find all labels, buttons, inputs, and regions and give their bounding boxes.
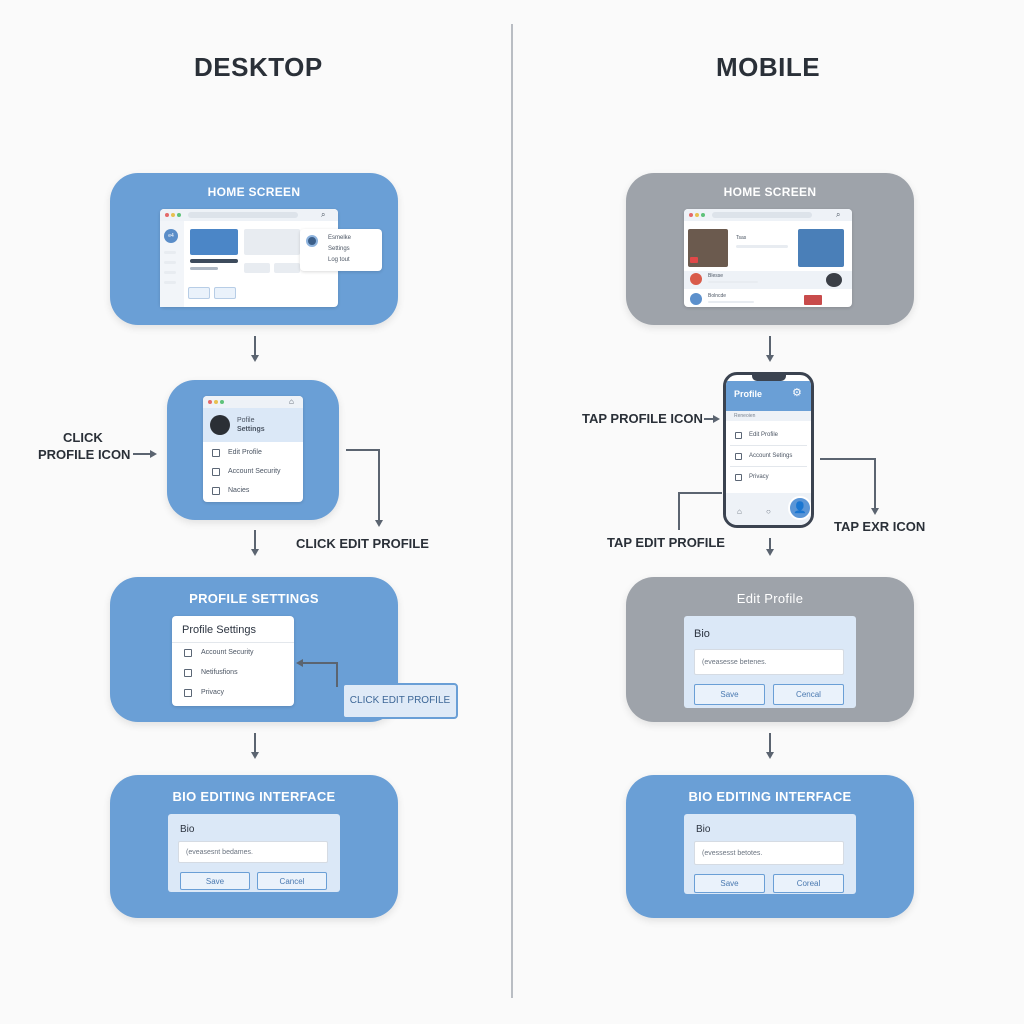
privacy-icon [184, 689, 192, 697]
privacy-icon [735, 474, 742, 481]
save-button[interactable]: Save [694, 684, 765, 705]
label-click-edit-profile: CLICK EDIT PROFILE [296, 536, 429, 551]
feed-title: Bolncde [708, 293, 727, 299]
profile-menu-window: ⌂ Pofile Settings Edit Profile Account S… [203, 396, 303, 502]
mobile-home-stage: HOME SCREEN ⌕ Tsas Blesse Bolncde [626, 173, 914, 325]
desktop-column-title: DESKTOP [194, 52, 323, 82]
hero-image [190, 229, 238, 255]
feed-thumb [826, 273, 842, 287]
profile-settings-title: PROFILE SETTINGS [189, 591, 319, 606]
dropdown-item[interactable]: Settings [328, 246, 350, 252]
phone-privacy[interactable]: Privacy [749, 474, 769, 480]
cancel-button[interactable]: Coreal [773, 874, 844, 893]
notifications-icon [212, 487, 220, 495]
desktop-bio-title: BIO EDITING INTERFACE [172, 789, 336, 804]
search-icon[interactable]: ⌕ [321, 210, 326, 219]
label-click-profile-line1: CLICK [63, 430, 103, 445]
cancel-button[interactable]: Cancel [257, 872, 327, 890]
desktop-home-title: HOME SCREEN [207, 185, 301, 199]
phone-account-settings[interactable]: Account Setings [749, 453, 793, 459]
gear-icon[interactable]: ⚙ [792, 387, 802, 399]
phone-edit-profile[interactable]: Edit Profile [749, 432, 779, 438]
dropdown-item[interactable]: Log tout [328, 257, 350, 263]
profile-icon[interactable]: 👤 [788, 496, 811, 520]
dropdown-avatar [306, 235, 318, 247]
flow-arrow [254, 336, 256, 356]
profile-subtitle: Settings [237, 426, 265, 433]
save-button[interactable]: Save [694, 874, 765, 893]
desktop-profile-menu-stage: ⌂ Pofile Settings Edit Profile Account S… [167, 380, 339, 520]
mobile-bio-stage: BIO EDITING INTERFACE Bio (evessesst bet… [626, 775, 914, 918]
label-tap-profile-icon: TAP PROFILE ICON [582, 411, 703, 426]
mobile-bio-panel: Bio (evessesst betotes. Save Coreal [684, 814, 856, 894]
profile-avatar[interactable] [210, 415, 230, 435]
home-icon[interactable]: ⌂ [737, 507, 742, 516]
dropdown-item[interactable]: Esmelke [328, 235, 352, 241]
search-icon[interactable]: ⌕ [836, 210, 841, 219]
home-icon[interactable]: ⌂ [289, 397, 294, 406]
feed-avatar [690, 293, 702, 305]
desktop-home-stage: HOME SCREEN ⌕ e4 Esmelke Settings Log to… [110, 173, 398, 325]
circle-icon[interactable]: ○ [766, 507, 771, 516]
bio-input[interactable]: (evessesst betotes. [694, 841, 844, 865]
label-click-profile-line2: PROFILE ICON [38, 447, 131, 462]
mobile-column-title: MOBILE [715, 52, 821, 82]
bio-input[interactable]: (eveasesse betenes. [694, 649, 844, 675]
bio-label: Bio [180, 824, 195, 835]
profile-settings-card: Profile Settings Account Security Netifu… [172, 616, 294, 706]
bio-input[interactable]: (eveasesnt bedames. [178, 841, 328, 863]
feed-title: Blesse [708, 273, 724, 279]
feed-photo [798, 229, 844, 267]
mobile-edit-profile-title: Edit Profile [736, 591, 804, 606]
notifications-icon [184, 669, 192, 677]
feed-thumb [804, 295, 822, 305]
bio-label: Bio [694, 628, 710, 640]
security-icon [184, 649, 192, 657]
settings-account-security[interactable]: Account Security [201, 649, 254, 656]
profile-name: Pofile [237, 417, 255, 424]
desktop-bio-panel: Bio (eveasesnt bedames. Save Cancel [168, 814, 340, 892]
bio-label: Bio [696, 824, 711, 835]
edit-icon [735, 432, 742, 439]
phone-header-title: Profile [734, 389, 763, 399]
menu-account-security[interactable]: Account Security [228, 468, 281, 475]
security-icon [212, 468, 220, 476]
feed-title: Tsas [736, 235, 747, 241]
settings-privacy[interactable]: Privacy [201, 689, 224, 696]
feed-avatar [690, 273, 702, 285]
security-icon [735, 453, 742, 460]
avatar[interactable]: e4 [164, 229, 178, 243]
cancel-button[interactable]: Cencal [773, 684, 844, 705]
mobile-phone: Profile ⚙ Reneoien Edit Profile Account … [723, 372, 814, 528]
phone-subheader: Reneoien [734, 413, 756, 419]
desktop-bio-stage: BIO EDITING INTERFACE Bio (eveasesnt bed… [110, 775, 398, 918]
label-tap-exr-icon: TAP EXR ICON [834, 519, 926, 534]
profile-dropdown: Esmelke Settings Log tout [300, 229, 382, 271]
mobile-home-title: HOME SCREEN [723, 185, 817, 199]
mobile-edit-profile-stage: Edit Profile Bio (eveasesse betenes. Sav… [626, 577, 914, 722]
profile-settings-card-title: Profile Settings [182, 624, 256, 636]
click-edit-profile-callout[interactable]: CLICK EDIT PROFILE [342, 683, 458, 719]
menu-edit-profile[interactable]: Edit Profile [228, 449, 262, 456]
edit-icon [212, 449, 220, 457]
mobile-home-window: ⌕ Tsas Blesse Bolncde [684, 209, 852, 307]
mobile-edit-profile-panel: Bio (eveasesse betenes. Save Cencal [684, 616, 856, 708]
label-tap-edit-profile: TAP EDIT PROFILE [607, 535, 725, 550]
menu-notices[interactable]: Nacies [228, 487, 250, 494]
save-button[interactable]: Save [180, 872, 250, 890]
settings-notifications[interactable]: Netifusfions [201, 669, 238, 676]
mobile-bio-title: BIO EDITING INTERFACE [688, 789, 852, 804]
column-divider [511, 24, 513, 998]
